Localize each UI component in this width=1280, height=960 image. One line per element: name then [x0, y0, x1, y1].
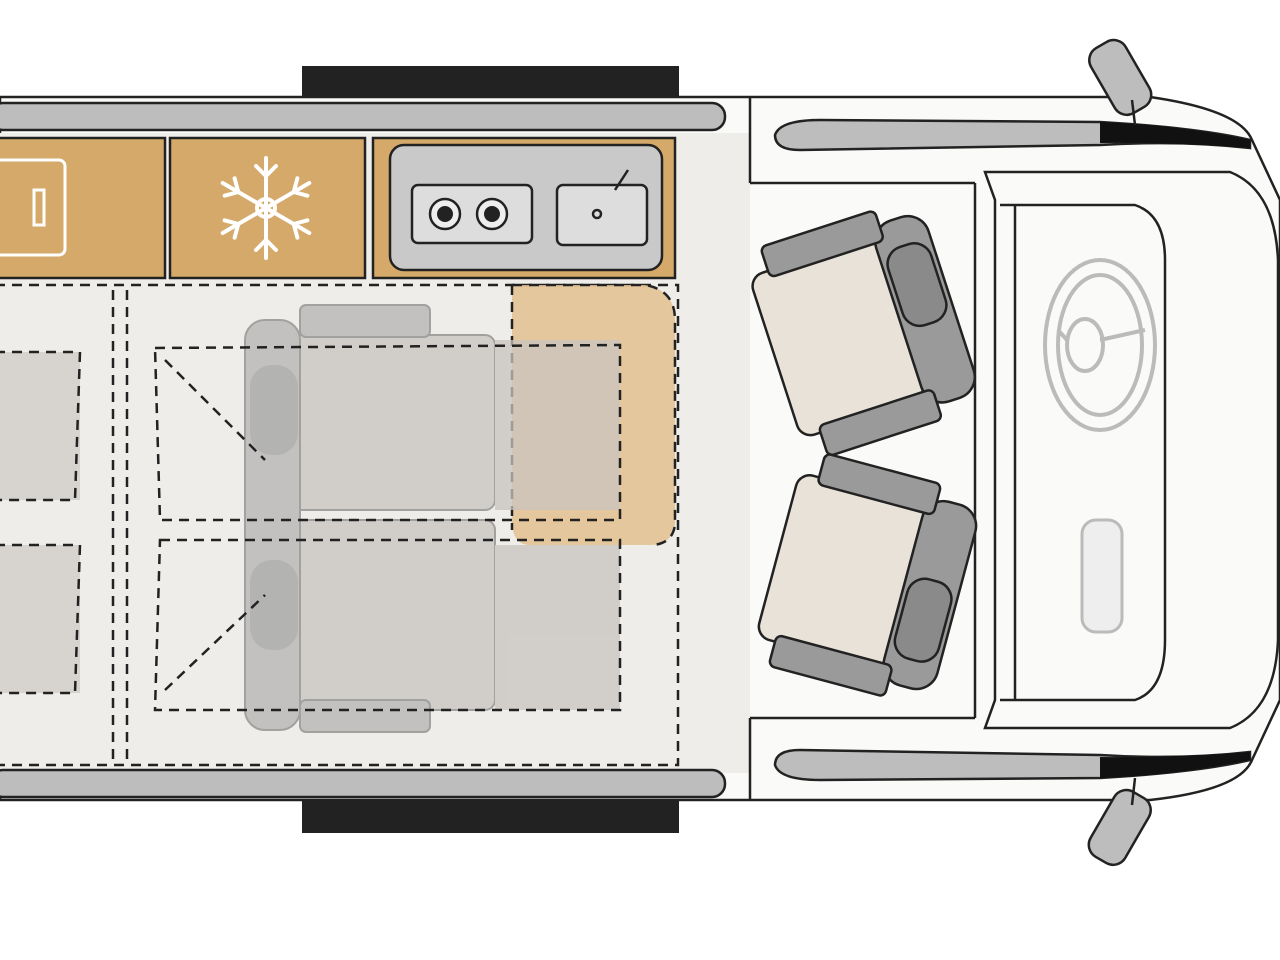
mirror-icon [1087, 38, 1153, 867]
dashboard [983, 170, 1280, 730]
side-rail-bottom [0, 768, 727, 799]
stove-sink-icon [410, 169, 649, 247]
cab-seat-driver [757, 453, 978, 697]
box-icon [0, 158, 67, 257]
seat-icon [0, 304, 620, 733]
cab-seat-passenger [751, 210, 977, 457]
gear-console [1080, 518, 1124, 634]
side-rail-top [0, 101, 727, 132]
snowflake-icon [215, 156, 317, 260]
door-step-top [302, 66, 679, 98]
door-step-bottom [302, 800, 679, 833]
steering-wheel-icon [1043, 258, 1157, 432]
